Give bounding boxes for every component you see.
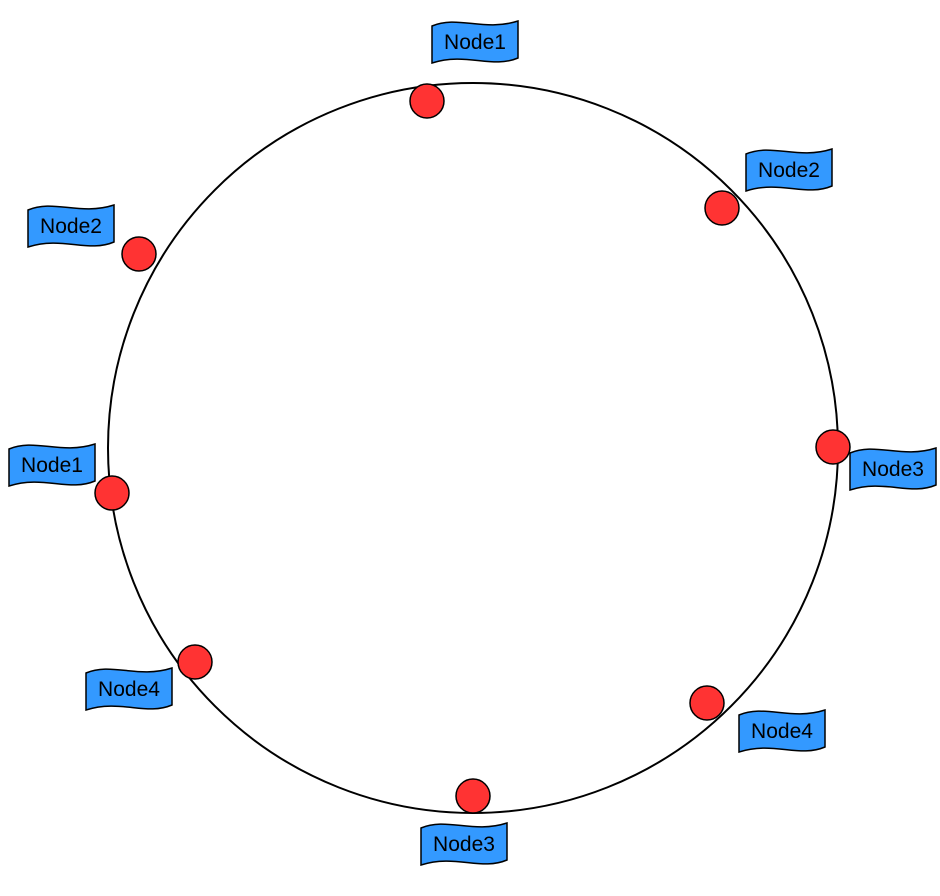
node-dot — [689, 685, 725, 721]
node-dot — [177, 644, 213, 680]
ring-node: Node3 — [420, 778, 508, 867]
ring-node: Node3 — [815, 429, 937, 492]
node-dot — [704, 190, 740, 226]
ring-node: Node4 — [85, 644, 213, 712]
ring-node: Node2 — [704, 147, 833, 226]
ring-node: Node4 — [689, 685, 826, 754]
node-dot — [94, 475, 130, 511]
node-label: Node4 — [98, 678, 160, 701]
node-dot — [409, 83, 445, 119]
node-dot — [455, 778, 491, 814]
node-dot — [121, 236, 157, 272]
node-flag-shape — [849, 446, 937, 492]
node-flag-shape — [85, 666, 173, 712]
node-dot — [815, 429, 851, 465]
node-flag-shape — [27, 203, 115, 249]
node-flag-shape — [745, 147, 833, 193]
node-label: Node1 — [21, 454, 83, 477]
node-label: Node2 — [40, 215, 102, 238]
ring-node: Node1 — [8, 442, 130, 511]
node-flag-shape — [8, 442, 96, 488]
node-flag-shape — [738, 708, 826, 754]
node-label: Node3 — [433, 833, 495, 856]
node-flag-shape — [420, 821, 508, 867]
node-label: Node4 — [751, 720, 813, 743]
ring-node: Node1 — [409, 19, 519, 119]
node-label: Node1 — [444, 31, 506, 54]
node-label: Node2 — [758, 159, 820, 182]
ring-node: Node2 — [27, 203, 157, 272]
node-flag-shape — [431, 19, 519, 65]
node-label: Node3 — [862, 458, 924, 481]
